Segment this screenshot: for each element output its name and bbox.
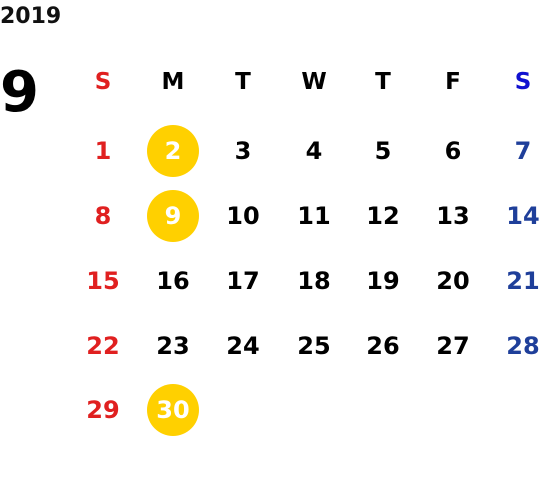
day-number: 13 <box>436 202 470 230</box>
day-number: 3 <box>234 137 252 165</box>
day-cell[interactable]: 4 <box>284 124 344 178</box>
day-number: 16 <box>156 267 190 295</box>
day-cell[interactable]: 9 <box>143 189 203 243</box>
weekday-sun: S <box>94 69 112 95</box>
day-number: 29 <box>86 396 120 424</box>
weekday-wed: W <box>301 69 327 95</box>
day-number: 28 <box>506 332 540 360</box>
day-number: 21 <box>506 267 540 295</box>
day-cell[interactable]: 15 <box>73 254 133 308</box>
day-number: 26 <box>366 332 400 360</box>
day-cell[interactable]: 11 <box>284 189 344 243</box>
day-cell[interactable]: 13 <box>423 189 483 243</box>
day-number: 1 <box>94 137 112 165</box>
day-cell[interactable]: 17 <box>213 254 273 308</box>
highlight-circle <box>147 125 199 177</box>
weekday-fri: F <box>445 69 461 95</box>
day-cell[interactable]: 10 <box>213 189 273 243</box>
day-cell[interactable]: 24 <box>213 319 273 373</box>
highlight-circle <box>147 384 199 436</box>
day-number: 15 <box>86 267 120 295</box>
day-number: 25 <box>297 332 331 360</box>
day-number: 22 <box>86 332 120 360</box>
day-number: 17 <box>226 267 260 295</box>
weekday-mon: M <box>161 69 185 95</box>
highlight-circle <box>147 190 199 242</box>
day-cell[interactable]: 1 <box>73 124 133 178</box>
day-number: 24 <box>226 332 260 360</box>
day-number: 19 <box>366 267 400 295</box>
day-cell[interactable]: 29 <box>73 383 133 437</box>
day-cell[interactable]: 3 <box>213 124 273 178</box>
day-number: 9 <box>164 202 182 230</box>
day-cell[interactable]: 30 <box>143 383 203 437</box>
day-number: 27 <box>436 332 470 360</box>
day-number: 5 <box>374 137 392 165</box>
day-cell[interactable]: 28 <box>493 319 548 373</box>
day-cell[interactable]: 6 <box>423 124 483 178</box>
day-number: 20 <box>436 267 470 295</box>
day-cell[interactable]: 20 <box>423 254 483 308</box>
day-number: 8 <box>94 202 112 230</box>
day-number: 10 <box>226 202 260 230</box>
day-cell[interactable]: 18 <box>284 254 344 308</box>
day-cell[interactable]: 12 <box>353 189 413 243</box>
day-number: 30 <box>156 396 190 424</box>
month-number: 9 <box>0 60 39 125</box>
day-number: 7 <box>514 137 532 165</box>
day-number: 11 <box>297 202 331 230</box>
day-cell[interactable]: 22 <box>73 319 133 373</box>
day-number: 2 <box>164 137 182 165</box>
weekday-sat: S <box>514 69 532 95</box>
day-number: 18 <box>297 267 331 295</box>
day-cell[interactable]: 2 <box>143 124 203 178</box>
weekday-tue: T <box>235 69 251 95</box>
day-cell[interactable]: 23 <box>143 319 203 373</box>
day-cell[interactable]: 27 <box>423 319 483 373</box>
day-cell[interactable]: 7 <box>493 124 548 178</box>
day-number: 14 <box>506 202 540 230</box>
day-cell[interactable]: 26 <box>353 319 413 373</box>
day-cell[interactable]: 8 <box>73 189 133 243</box>
year-label: 2019 <box>0 4 62 29</box>
day-number: 4 <box>305 137 323 165</box>
day-cell[interactable]: 5 <box>353 124 413 178</box>
day-cell[interactable]: 21 <box>493 254 548 308</box>
day-cell[interactable]: 16 <box>143 254 203 308</box>
day-number: 6 <box>444 137 462 165</box>
day-cell[interactable]: 19 <box>353 254 413 308</box>
weekday-thu: T <box>375 69 391 95</box>
day-cell[interactable]: 14 <box>493 189 548 243</box>
day-number: 12 <box>366 202 400 230</box>
day-number: 23 <box>156 332 190 360</box>
day-cell[interactable]: 25 <box>284 319 344 373</box>
